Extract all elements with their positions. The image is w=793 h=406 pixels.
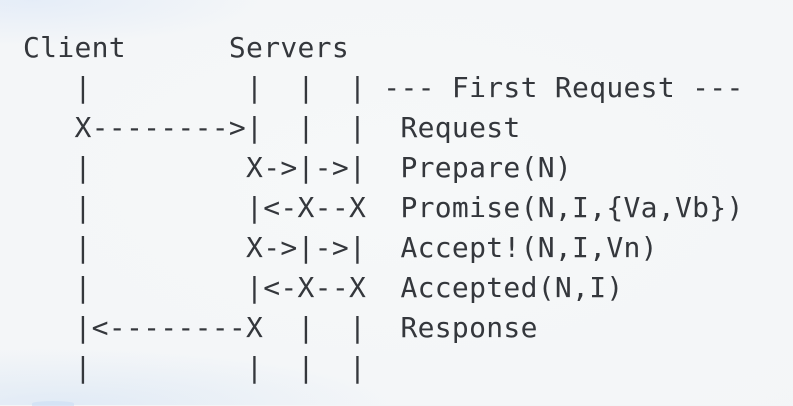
ascii-art-block: Client Servers | | | | --- First Request… bbox=[23, 28, 744, 388]
diagram-lifelines-trailing: | | | | bbox=[23, 351, 367, 384]
diagram-message-promise: | |<-X--X Promise(N,I,{Va,Vb}) bbox=[23, 191, 744, 224]
diagram-actors-header: Client Servers bbox=[23, 31, 349, 64]
diagram-lifelines-phase-title: | | | | --- First Request --- bbox=[23, 71, 744, 104]
diagram-message-response: |<--------X | | Response bbox=[23, 311, 538, 344]
diagram-message-accepted: | |<-X--X Accepted(N,I) bbox=[23, 271, 624, 304]
diagram-message-request: X-------->| | | Request bbox=[23, 111, 521, 144]
diagram-message-accept: | X->|->| Accept!(N,I,Vn) bbox=[23, 231, 658, 264]
diagram-message-prepare: | X->|->| Prepare(N) bbox=[23, 151, 573, 184]
bottom-edge-artifact bbox=[32, 401, 74, 406]
